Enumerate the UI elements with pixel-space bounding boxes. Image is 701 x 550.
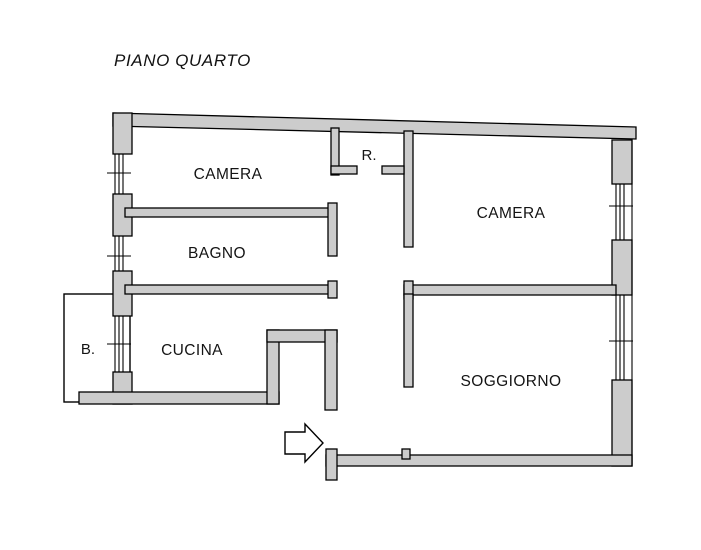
room-label-soggiorno: SOGGIORNO [461, 373, 562, 390]
window-right-1 [609, 184, 633, 240]
room-label-cucina: CUCINA [161, 342, 223, 359]
window-left-3-balcony-door [107, 316, 131, 372]
room-label-bagno: BAGNO [188, 245, 246, 262]
wall-pier-right-upper [611, 139, 633, 185]
page-title: PIANO QUARTO [114, 51, 251, 70]
wall-exterior-bottom-left [78, 391, 280, 405]
wall-entry-jamb-west [325, 448, 338, 481]
room-label-balcone: B. [81, 341, 95, 358]
wall-pier-top-left [112, 112, 133, 155]
wall-soggiorno-west [403, 293, 414, 388]
wall-entry-jamb-stub [401, 448, 411, 460]
window-right-2 [609, 295, 633, 380]
entrance-arrow-icon [284, 422, 324, 464]
window-left-1 [107, 154, 131, 194]
wall-exterior-bottom-right [325, 454, 633, 467]
wall-exterior-top [112, 112, 637, 140]
room-label-camera-1: CAMERA [194, 166, 263, 183]
room-label-ripostiglio: R. [362, 147, 377, 164]
wall-ripostiglio-west [330, 127, 340, 176]
room-label-camera-2: CAMERA [477, 205, 546, 222]
wall-ripostiglio-east [403, 130, 414, 248]
wall-cucina-jamb-east [327, 280, 338, 299]
wall-ripostiglio-jamb-west [330, 165, 358, 175]
wall-camera1-bagno [124, 207, 336, 218]
wall-bagno-cucina [124, 284, 336, 295]
wall-bagno-jamb-east [327, 202, 338, 257]
wall-hall-east [324, 329, 338, 411]
openings-group [107, 139, 633, 466]
wall-camera2-soggiorno [403, 284, 617, 296]
wall-pier-right-lower [611, 379, 633, 467]
wall-group [78, 112, 637, 481]
wall-ripostiglio-jamb-east [381, 165, 405, 175]
window-left-2 [107, 236, 131, 271]
